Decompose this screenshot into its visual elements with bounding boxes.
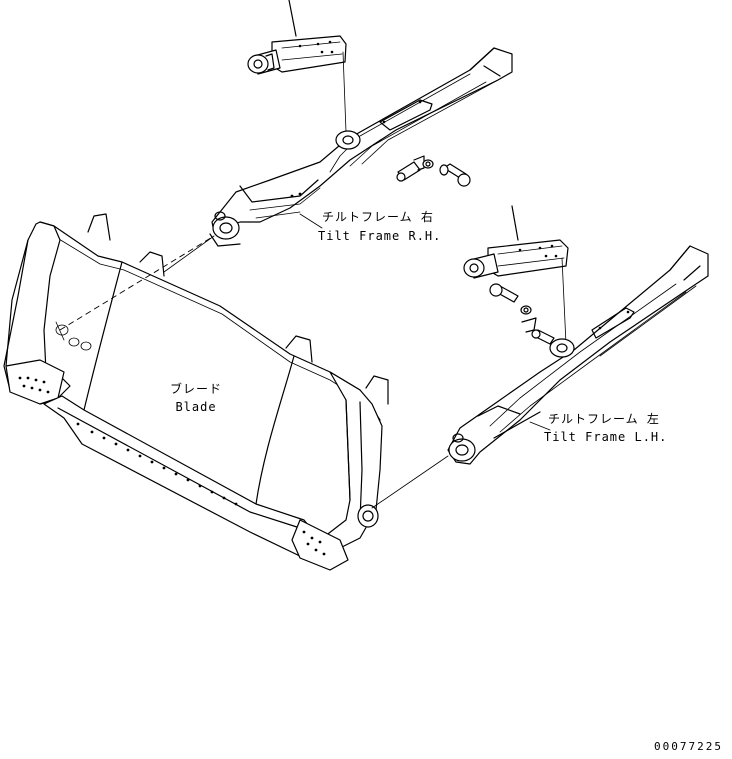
pin-set-rh — [396, 155, 471, 187]
assembly-lines — [59, 235, 449, 509]
drawing-number: 00077225 — [654, 740, 723, 753]
label-tilt-frame-rh-en: Tilt Frame R.H. — [318, 229, 442, 243]
pin-set-lh — [489, 283, 555, 345]
label-tilt-frame-rh-jp: チルトフレーム 右 — [322, 210, 434, 224]
tilt-cylinder-lh — [463, 205, 569, 345]
tilt-frame-rh — [209, 47, 513, 247]
leader-lines — [299, 213, 551, 431]
label-tilt-frame-lh-en: Tilt Frame L.H. — [544, 430, 668, 444]
tilt-cylinder-rh — [247, 0, 347, 133]
tilt-frame-lh — [447, 245, 709, 465]
label-tilt-frame-lh-jp: チルトフレーム 左 — [548, 412, 660, 426]
label-blade-jp: ブレード — [169, 382, 222, 396]
label-blade-en: Blade — [175, 400, 217, 414]
cutting-edge-bolt-holes — [76, 422, 238, 506]
blade — [3, 213, 389, 571]
